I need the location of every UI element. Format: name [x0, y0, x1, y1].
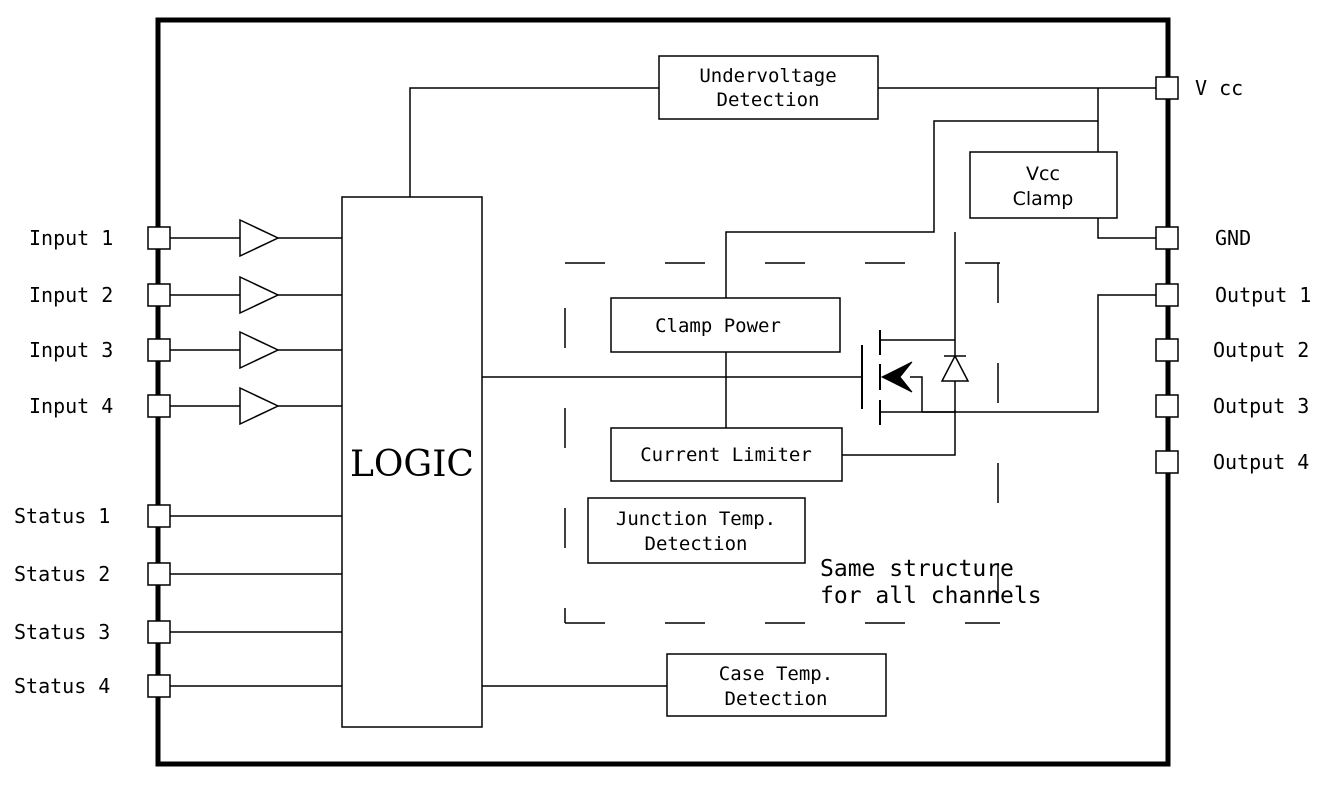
status-labels: Status 1 Status 2 Status 3 Status 4 [14, 504, 110, 698]
left-pins [147, 226, 171, 698]
input-buffers [239, 218, 280, 426]
input-buffer [239, 218, 280, 258]
output-label: Output 4 [1213, 450, 1309, 474]
status-label: Status 1 [14, 504, 110, 528]
wires [170, 87, 1156, 687]
output-label: Output 1 [1215, 283, 1311, 307]
pin-output-1 [1155, 283, 1179, 307]
input-buffer [239, 386, 280, 426]
pin-output-4 [1155, 450, 1179, 474]
case-temp-label-2: Detection [725, 688, 828, 710]
junction-temp-label-2: Detection [645, 533, 748, 555]
pin-status-1 [147, 504, 171, 528]
pin-vcc [1155, 76, 1179, 100]
gnd-label: GND [1215, 226, 1251, 250]
case-temp-block: Case Temp. Detection [666, 653, 887, 717]
logic-block: LOGIC [341, 196, 483, 728]
vcc-label: V cc [1195, 76, 1243, 100]
vcc-clamp-label-2: Clamp [1013, 188, 1074, 210]
pin-status-3 [147, 620, 171, 644]
right-labels: V cc GND Output 1 Output 2 Output 3 Outp… [1195, 76, 1311, 474]
input-label: Input 2 [29, 283, 113, 307]
right-pins [1155, 76, 1179, 474]
undervoltage-label-1: Undervoltage [699, 65, 836, 87]
input-labels: Input 1 Input 2 Input 3 Input 4 [29, 226, 113, 418]
pin-input-1 [147, 226, 171, 250]
input-label: Input 1 [29, 226, 113, 250]
status-label: Status 3 [14, 620, 110, 644]
status-label: Status 4 [14, 674, 110, 698]
pin-output-3 [1155, 394, 1179, 418]
output-label: Output 2 [1213, 338, 1309, 362]
pin-gnd [1155, 226, 1179, 250]
pin-input-4 [147, 394, 171, 418]
undervoltage-block: Undervoltage Detection [658, 55, 879, 120]
input-buffer [239, 330, 280, 370]
chip-outline [155, 17, 1171, 767]
vcc-clamp-block: Vcc Clamp [969, 151, 1118, 219]
vcc-clamp-label-1: Vcc [1026, 163, 1060, 185]
case-temp-label-1: Case Temp. [719, 663, 833, 685]
input-label: Input 4 [29, 394, 113, 418]
note-line-1: Same structure [820, 556, 1014, 582]
pin-status-2 [147, 562, 171, 586]
pin-input-3 [147, 338, 171, 362]
input-label: Input 3 [29, 338, 113, 362]
note-line-2: for all channels [820, 583, 1042, 609]
logic-label: LOGIC [350, 444, 474, 485]
undervoltage-label-2: Detection [717, 89, 820, 111]
pin-input-2 [147, 283, 171, 307]
clamp-power-block: Clamp Power [610, 297, 841, 353]
pin-output-2 [1155, 338, 1179, 362]
channel-frame [564, 262, 1000, 624]
junction-temp-block: Junction Temp. Detection [587, 497, 806, 564]
input-buffer [239, 275, 280, 315]
current-limiter-label: Current Limiter [640, 444, 812, 466]
junction-temp-label-1: Junction Temp. [616, 508, 776, 530]
current-limiter-block: Current Limiter [610, 427, 843, 482]
clamp-power-label: Clamp Power [655, 315, 781, 337]
pin-status-4 [147, 674, 171, 698]
output-label: Output 3 [1213, 394, 1309, 418]
status-label: Status 2 [14, 562, 110, 586]
